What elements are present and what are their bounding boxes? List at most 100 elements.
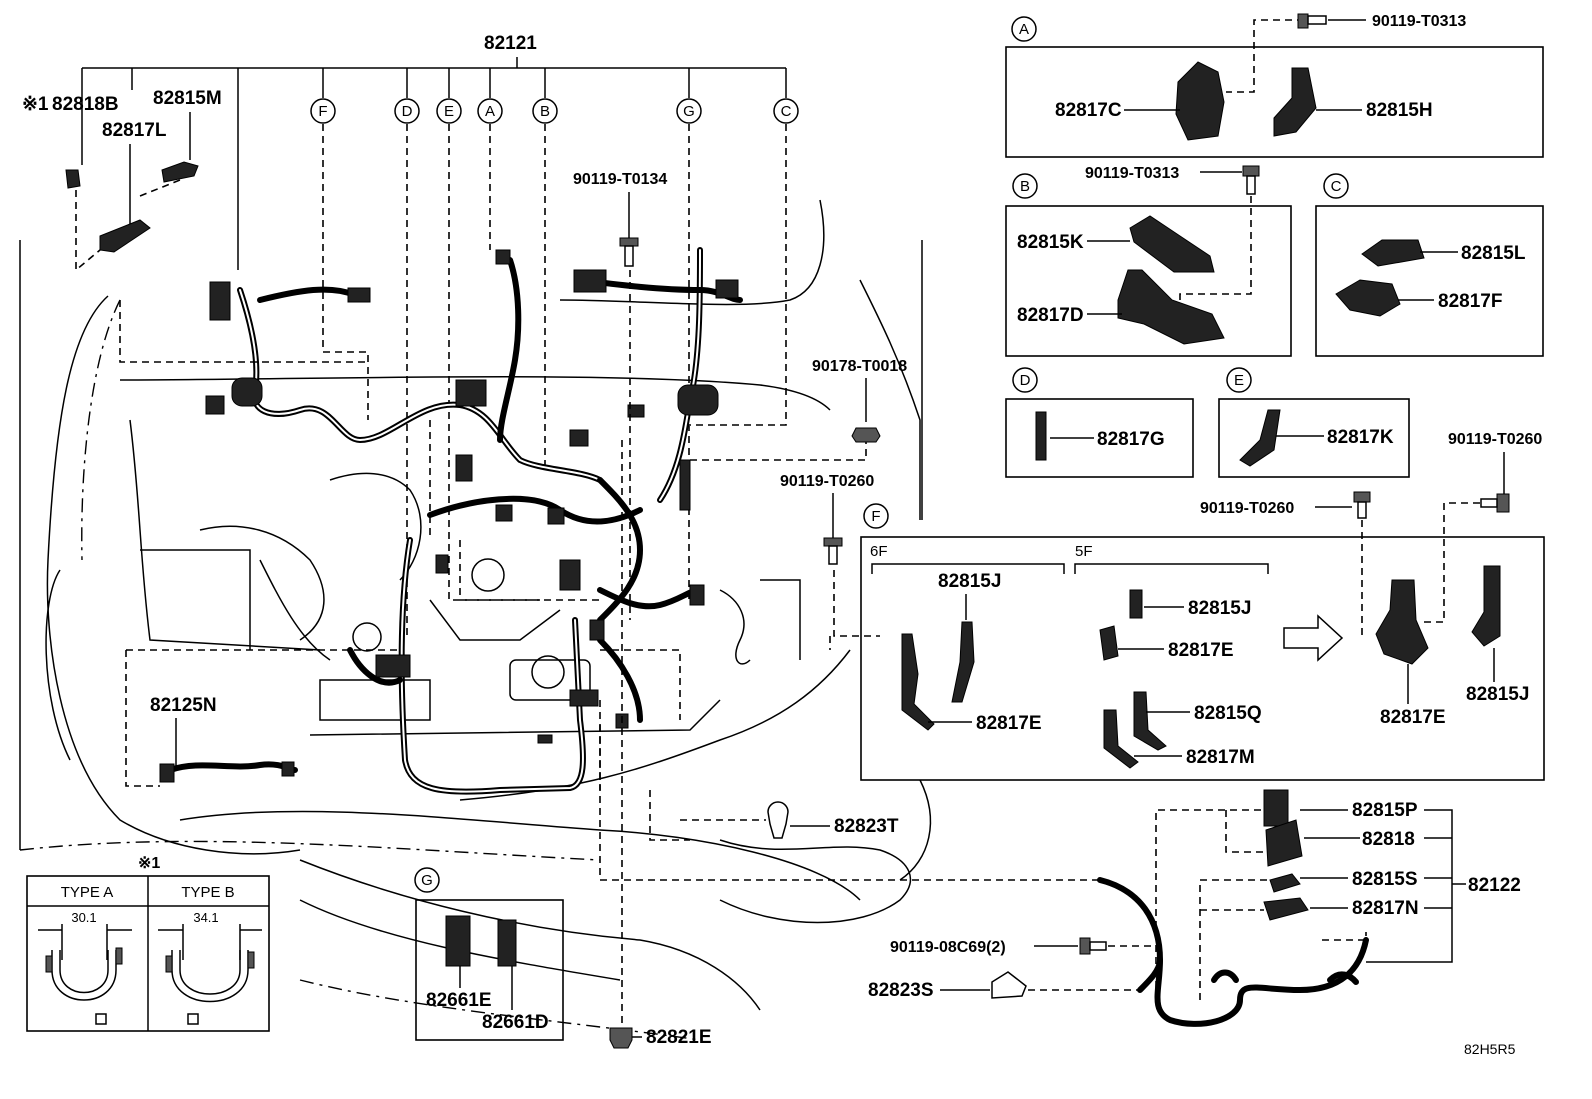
clamp-82818-icon xyxy=(1265,819,1303,867)
svg-text:E: E xyxy=(1234,372,1244,389)
clamp-82817k-icon xyxy=(1239,409,1281,467)
svg-text:B: B xyxy=(1020,178,1030,195)
clip-82823s-icon xyxy=(991,971,1027,999)
connector-icon xyxy=(627,404,645,418)
type-b-label: TYPE B xyxy=(181,884,234,901)
connector-icon xyxy=(209,281,231,321)
main-part-number: 82121 xyxy=(484,33,537,54)
bracket-82815j-label: 82815J xyxy=(1466,684,1529,705)
clamp-82817g-icon xyxy=(1035,411,1047,461)
clamp-82817e-icon xyxy=(901,633,935,731)
connector-icon xyxy=(569,689,599,707)
clip-82661e-label: 82661E xyxy=(426,990,492,1011)
bracket-82815j-label: 82815J xyxy=(938,571,1001,592)
bracket-82815s-icon xyxy=(1269,873,1301,893)
svg-text:G: G xyxy=(421,872,433,889)
bolt-icon xyxy=(1242,165,1260,195)
detail-b: B 90119-T0313 82815K 82817D xyxy=(1005,165,1292,357)
connector-icon xyxy=(495,504,513,522)
clip-82818b-icon xyxy=(65,169,81,189)
svg-text:F: F xyxy=(871,508,880,525)
connector-icon xyxy=(347,287,371,303)
bolt-90119-t0260-label: 90119-T0260 xyxy=(1200,500,1294,517)
svg-text:B: B xyxy=(540,103,550,120)
connector-icon xyxy=(495,249,511,265)
bracket-82815j-icon xyxy=(1471,565,1501,647)
bracket-82815q-label: 82815Q xyxy=(1194,703,1262,724)
clamp-82817e-label: 82817E xyxy=(1168,640,1234,661)
clamp-82817k-label: 82817K xyxy=(1327,427,1394,448)
branch-leaders xyxy=(322,124,787,640)
clamp-type-b-icon xyxy=(171,950,249,1003)
bracket-82815s-label: 82815S xyxy=(1352,869,1418,890)
type-a-label: TYPE A xyxy=(61,884,114,901)
clip-82823t-label: 82823T xyxy=(834,816,899,837)
type-note-box: ※1 TYPE A TYPE B 30.1 34.1 xyxy=(26,855,270,1032)
grommet-82821e-label: 82821E xyxy=(646,1027,712,1048)
bracket-82815p-icon xyxy=(1263,789,1289,827)
bracket-82815k-label: 82815K xyxy=(1017,232,1084,253)
detail-e: E 82817K xyxy=(1218,367,1410,478)
clamp-82817g-label: 82817G xyxy=(1097,429,1165,450)
detail-g: G 82661E 82661D xyxy=(414,867,564,1041)
clamp-82817d-icon xyxy=(1117,269,1225,345)
bolt-icon xyxy=(823,537,843,565)
branch-marker-e: E xyxy=(436,98,462,124)
clamp-82818-label: 82818 xyxy=(1362,829,1415,850)
bolt-icon xyxy=(1353,491,1371,519)
grommet-icon xyxy=(231,377,263,407)
clamp-82817d-label: 82817D xyxy=(1017,305,1084,326)
branch-marker-f: F xyxy=(310,98,336,124)
grommet-icon xyxy=(609,1027,633,1049)
svg-text:A: A xyxy=(1019,21,1029,38)
detail-f: F 90119-T0260 90119-T0260 6F 5F 82815J 8… xyxy=(860,431,1545,781)
main-wiring-harness xyxy=(159,247,743,795)
note-mark-label: ※1 xyxy=(138,855,160,872)
clamp-82817n-icon xyxy=(1263,897,1309,921)
connector-icon xyxy=(159,763,175,783)
bracket-82815j-label: 82815J xyxy=(1188,598,1251,619)
connector-icon xyxy=(569,429,589,447)
connector-icon xyxy=(679,459,691,511)
part-82815m-label: 82815M xyxy=(153,88,222,109)
clamp-type-a-icon xyxy=(51,950,117,1001)
diagram-code-label: 82H5R5 xyxy=(1464,1041,1516,1057)
svg-text:E: E xyxy=(444,103,454,120)
connector-icon xyxy=(375,654,411,678)
svg-text:C: C xyxy=(781,103,792,120)
bracket-82815p-label: 82815P xyxy=(1352,800,1418,821)
clamp-82817l-icon xyxy=(99,219,151,253)
branch-markers: F D E A B G C xyxy=(310,98,799,124)
dimension-b-label: 34.1 xyxy=(193,910,218,925)
clamp-82817c-label: 82817C xyxy=(1055,100,1122,121)
bracket-82815l-icon xyxy=(1361,239,1425,267)
bracket-82815q-icon xyxy=(1133,691,1167,751)
clip-82661e-icon xyxy=(445,915,471,967)
connector-icon xyxy=(547,507,565,525)
connector-icon xyxy=(537,734,553,744)
group-6f-label: 6F xyxy=(870,543,888,560)
branch-marker-a: A xyxy=(477,98,503,124)
clip-82661d-icon xyxy=(497,919,517,967)
clamp-82817e-label: 82817E xyxy=(976,713,1042,734)
bolt-90119-t0260-label: 90119-T0260 xyxy=(780,473,874,490)
bolt-icon xyxy=(1480,493,1510,513)
connector-icon xyxy=(435,554,449,574)
connector-icon xyxy=(281,761,295,777)
branch-marker-b: B xyxy=(532,98,558,124)
bolt-icon xyxy=(619,237,639,267)
arrow-right-icon xyxy=(1283,614,1344,662)
clamp-82817e-icon xyxy=(1375,579,1429,665)
svg-text:F: F xyxy=(318,103,327,120)
clamp-82817m-icon xyxy=(1103,709,1139,769)
branch-marker-d: D xyxy=(394,98,420,124)
fluid-cap-icon xyxy=(531,655,565,689)
svg-text:C: C xyxy=(1331,178,1342,195)
detail-c: C 82815L 82817F xyxy=(1315,173,1544,357)
bracket-82815h-icon xyxy=(1273,67,1317,137)
clip-icon xyxy=(767,801,789,839)
main-leaders xyxy=(119,270,1100,1035)
connector-icon xyxy=(573,269,607,293)
clamp-82817f-icon xyxy=(1335,279,1401,317)
